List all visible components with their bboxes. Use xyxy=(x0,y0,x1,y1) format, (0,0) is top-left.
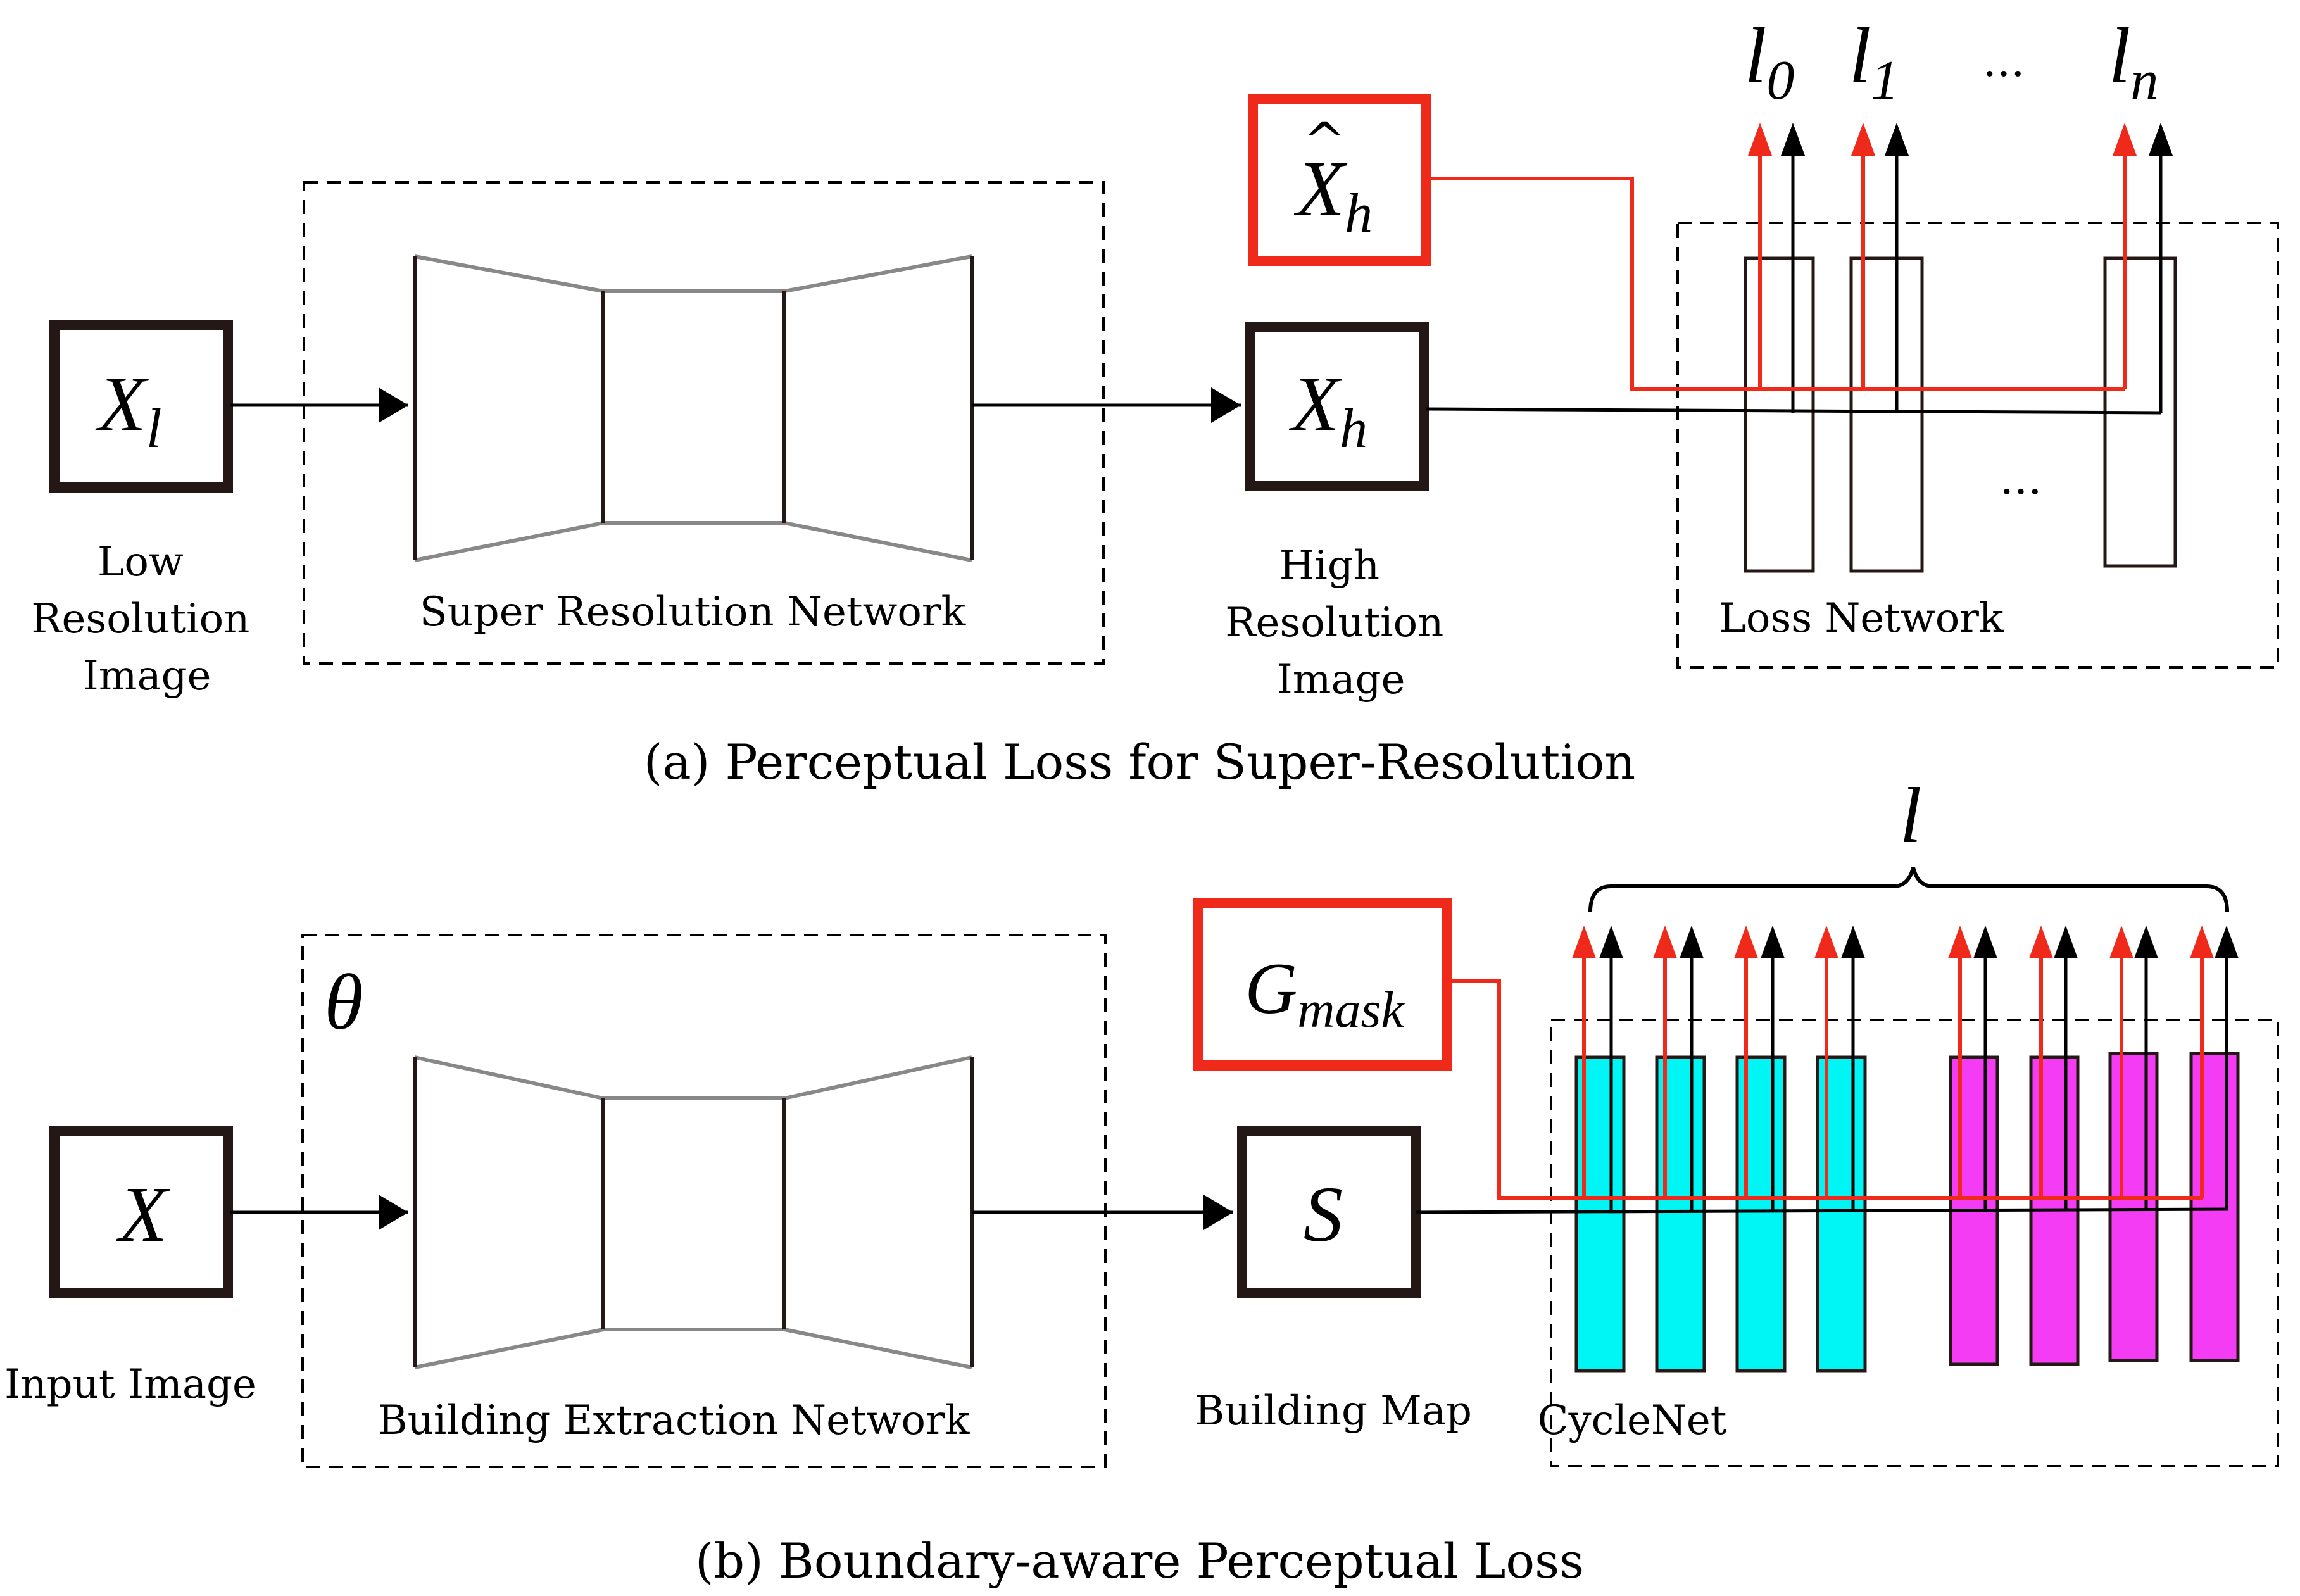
input-xl-label: Low Resolution Image xyxy=(31,539,262,700)
theta-symbol: θ xyxy=(324,959,363,1046)
decoder-layer xyxy=(2189,1052,2240,1362)
be-network-frame xyxy=(301,934,1107,1468)
input-xl-box xyxy=(49,320,233,493)
cyclenet-label: CycleNet xyxy=(1538,1397,1727,1444)
panel-b: X Input Image θ Building Extraction Netw… xyxy=(4,772,2279,1589)
sr-network-label: Super Resolution Network xyxy=(420,589,967,636)
loss-network-label: Loss Network xyxy=(1719,595,2004,642)
layer-ellipsis: ... xyxy=(2000,453,2042,505)
panel-a: Xl Low Resolution Image Super Resolution… xyxy=(31,13,2279,790)
output-xh-symbol: Xh xyxy=(1288,361,1367,460)
input-x-label: Input Image xyxy=(4,1361,256,1408)
loss-symbol-l: l xyxy=(1900,772,1922,860)
input-x-box xyxy=(49,1126,233,1298)
loss-brace xyxy=(1588,867,2229,912)
cyclenet-frame xyxy=(1550,1019,2279,1467)
loss-network-layers xyxy=(1744,256,2177,573)
input-xl-symbol: Xl xyxy=(95,361,162,460)
target-xhat-hat: ^ xyxy=(1303,111,1345,170)
target-gmask-symbol: Gmask xyxy=(1245,948,1405,1038)
caption-a: (a) Perceptual Loss for Super-Resolution xyxy=(644,734,1635,790)
output-s-label: Building Map xyxy=(1195,1388,1472,1435)
target-gmask-box xyxy=(1193,898,1452,1071)
output-s-symbol: S xyxy=(1304,1171,1343,1259)
caption-b: (b) Boundary-aware Perceptual Loss xyxy=(695,1533,1584,1589)
loss-term-ln: ln xyxy=(2109,13,2159,111)
target-xhat-symbol: Xh xyxy=(1293,146,1373,244)
sr-network-frame xyxy=(303,181,1105,665)
cyclenet-encoder-layers xyxy=(1574,1055,1867,1373)
gmask-feature-path xyxy=(1447,979,2203,1200)
xhat-feature-path xyxy=(1426,177,2125,391)
decoder-layer xyxy=(2108,1052,2159,1362)
be-network-funnel xyxy=(414,1055,972,1369)
loss-term-l0: l0 xyxy=(1745,13,1795,111)
output-s-box xyxy=(1237,1126,1421,1298)
output-xh-label: High Resolution Image xyxy=(1225,543,1456,703)
output-xh-box xyxy=(1245,322,1429,491)
be-network-label: Building Extraction Network xyxy=(378,1397,971,1444)
sr-network-funnel xyxy=(414,254,972,562)
loss-network-frame xyxy=(1676,222,2279,669)
input-x-symbol: X xyxy=(116,1171,170,1259)
loss-term-l1: l1 xyxy=(1849,13,1899,111)
s-feature-path xyxy=(1415,1207,2229,1214)
arrowhead xyxy=(379,387,408,423)
loss-terms-ellipsis: ... xyxy=(1983,35,2025,87)
loss-layer xyxy=(1744,256,1815,573)
